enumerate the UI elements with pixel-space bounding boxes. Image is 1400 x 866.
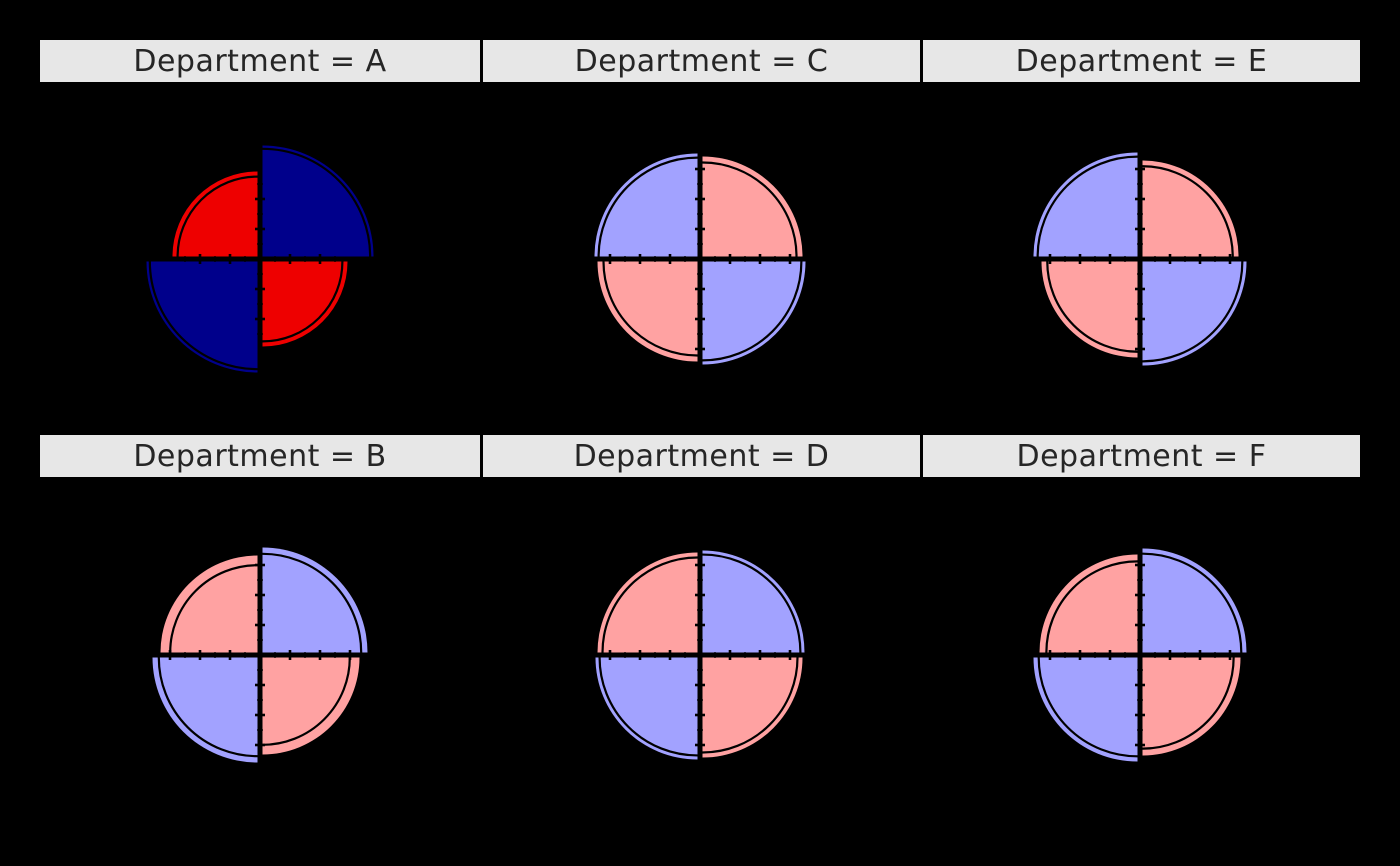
quadrant-top-right: [262, 547, 368, 653]
quadrant-bottom-right: [1142, 657, 1241, 756]
quadrant-bottom-right: [262, 261, 348, 347]
facet-strip-row-top: Department = A Department = C Department…: [40, 38, 1360, 84]
confidence-ring-top-left: [597, 156, 698, 257]
facet-title-cell-c: Department = C: [480, 38, 920, 84]
facet-title-c: Department = C: [574, 43, 829, 79]
confidence-ring-top-right: [702, 161, 798, 257]
confidence-ring-top-left: [601, 556, 698, 653]
confidence-ring-top-right: [1142, 165, 1234, 257]
facet-title-a: Department = A: [133, 43, 387, 79]
quadrant-top-right: [702, 156, 803, 257]
facet-title-e: Department = E: [1015, 43, 1268, 79]
quadrant-top-right: [1142, 548, 1247, 653]
facet-title-d: Department = D: [573, 438, 830, 474]
confidence-ring-bottom-right: [262, 261, 344, 343]
confidence-ring-top-right: [262, 552, 363, 653]
confidence-ring-bottom-right: [1142, 261, 1244, 363]
confidence-ring-bottom-left: [1037, 657, 1138, 758]
facet-title-cell-a: Department = A: [40, 38, 480, 84]
facet-title-cell-d: Department = D: [480, 433, 920, 479]
quadrant-top-left: [1033, 152, 1138, 257]
quadrant-top-left: [1039, 554, 1138, 653]
facet-title-cell-b: Department = B: [40, 433, 480, 479]
quadrant-bottom-left: [597, 261, 698, 362]
facet-title-cell-f: Department = F: [920, 433, 1360, 479]
quadrant-top-left: [160, 555, 258, 653]
quadrant-bottom-left: [152, 657, 258, 763]
fourfold-chart-a: [145, 144, 375, 374]
quadrant-top-right: [702, 550, 805, 653]
quadrant-bottom-left: [1041, 261, 1138, 358]
quadrant-top-left: [172, 171, 258, 257]
confidence-ring-bottom-right: [262, 657, 351, 746]
fourfold-chart-f: [1032, 547, 1248, 763]
quadrant-top-right: [1142, 160, 1239, 257]
confidence-ring-top-left: [1036, 155, 1138, 257]
quadrant-bottom-right: [702, 657, 803, 758]
quadrant-top-right: [262, 145, 374, 257]
confidence-ring-bottom-left: [1046, 261, 1138, 353]
quadrant-bottom-left: [1033, 657, 1138, 762]
quadrant-bottom-right: [702, 261, 806, 365]
fourfold-chart-d: [594, 549, 806, 761]
facet-title-f: Department = F: [1016, 438, 1267, 474]
confidence-ring-bottom-left: [157, 657, 258, 758]
quadrant-bottom-left: [146, 261, 258, 373]
confidence-ring-top-left: [1045, 560, 1138, 653]
confidence-ring-bottom-left: [602, 261, 698, 357]
confidence-ring-top-right: [262, 147, 372, 257]
confidence-ring-bottom-left: [148, 261, 258, 371]
fourfold-chart-e: [1032, 151, 1248, 367]
quadrant-bottom-left: [595, 657, 698, 760]
quadrant-bottom-right: [1142, 261, 1247, 366]
quadrant-bottom-right: [262, 657, 360, 755]
facet-title-b: Department = B: [133, 438, 387, 474]
facet-title-cell-e: Department = E: [920, 38, 1360, 84]
confidence-ring-bottom-right: [1142, 657, 1235, 750]
facet-strip-row-bottom: Department = B Department = D Department…: [40, 433, 1360, 479]
fourfold-chart-b: [151, 546, 369, 764]
fourfold-chart-c: [593, 152, 807, 366]
confidence-ring-bottom-right: [702, 261, 803, 362]
confidence-ring-top-right: [1142, 552, 1243, 653]
confidence-ring-top-left: [169, 564, 258, 653]
confidence-ring-bottom-right: [702, 657, 799, 754]
confidence-ring-top-left: [176, 175, 258, 257]
confidence-ring-bottom-left: [598, 657, 698, 757]
quadrant-top-left: [597, 552, 698, 653]
quadrant-top-left: [594, 153, 698, 257]
confidence-ring-top-right: [702, 553, 802, 653]
